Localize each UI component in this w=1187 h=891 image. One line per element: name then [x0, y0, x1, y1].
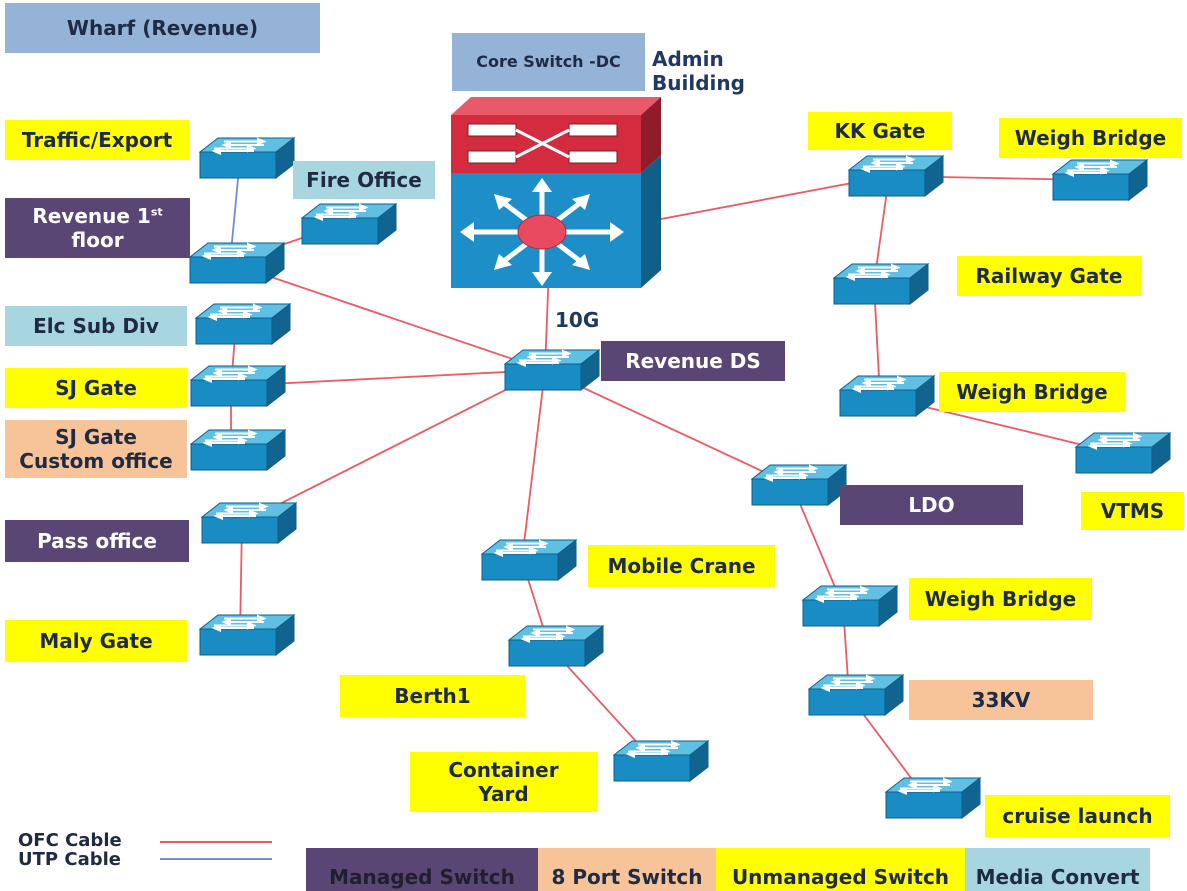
label-sj-gate: SJ Gate [5, 368, 187, 408]
ofc-link-sw-revenue1-sw-revenue-ds [229, 262, 546, 371]
sw-cruise-icon [885, 777, 981, 819]
label-weigh-bridge-low: Weigh Bridge [909, 578, 1092, 620]
label-revenue-ds: Revenue DS [601, 341, 785, 381]
sw-mobile-crane-icon [481, 539, 577, 581]
legend-unmanaged-switch: Unmanaged Switch [716, 848, 965, 891]
sw-traffic-icon [199, 137, 295, 179]
label-10g: 10G [555, 308, 600, 332]
sw-pass-icon [201, 502, 297, 544]
label-fire-office: Fire Office [293, 161, 435, 199]
sw-fire-icon [301, 203, 397, 245]
sw-revenue-ds-icon [504, 349, 600, 391]
ofc-link-sw-pass-sw-revenue-ds [241, 369, 546, 524]
label-weigh-bridge-mid: Weigh Bridge [939, 372, 1125, 412]
sw-weigh-low-icon [802, 585, 898, 627]
label-33kv: 33KV [909, 680, 1093, 720]
sw-maly-icon [199, 614, 295, 656]
label-mobile-crane: Mobile Crane [588, 545, 775, 587]
sw-weigh-top-icon [1052, 159, 1148, 201]
label-wharf-revenue: Wharf (Revenue) [5, 3, 320, 53]
sw-elc-icon [195, 303, 291, 345]
sw-kk-icon [848, 155, 944, 197]
sw-container-icon [613, 740, 709, 782]
sw-sjcustom-icon [190, 429, 286, 471]
sw-ldo-icon [751, 464, 847, 506]
label-elc-sub-div: Elc Sub Div [5, 306, 187, 346]
legend-ofc-cable: OFC Cable [18, 830, 122, 851]
label-railway-gate: Railway Gate [957, 256, 1141, 296]
label-berth1: Berth1 [340, 675, 525, 717]
ofc-link-sw-revenue-ds-sw-mobile-crane [521, 369, 546, 561]
legend-media-convert: Media Convert [965, 848, 1150, 891]
core-switch-icon [451, 97, 661, 288]
sw-vtms-icon [1075, 432, 1171, 474]
sw-sjgate-icon [190, 365, 286, 407]
legend-utp-cable: UTP Cable [18, 849, 121, 870]
legend-managed-switch: Managed Switch [306, 848, 538, 891]
label-core-switch-dc: Core Switch -DC [452, 33, 645, 91]
label-revenue-1st-floor: Revenue 1st floor [5, 198, 190, 258]
label-weigh-bridge-top: Weigh Bridge [999, 118, 1182, 158]
sw-railway-icon [833, 263, 929, 305]
sw-weigh-mid-icon [839, 375, 935, 417]
label-vtms: VTMS [1081, 492, 1184, 530]
sw-berth1-icon [508, 625, 604, 667]
sw-revenue1-icon [189, 242, 285, 284]
label-cruise-launch: cruise launch [985, 795, 1170, 837]
legend-8-port-switch: 8 Port Switch [538, 848, 716, 891]
label-ldo: LDO [840, 485, 1023, 525]
ofc-link-sw-revenue-ds-sw-ldo [544, 369, 793, 486]
label-kk-gate: KK Gate [808, 112, 952, 150]
label-maly-gate: Maly Gate [5, 620, 187, 662]
label-traffic-export: Traffic/Export [5, 120, 189, 160]
sw-33kv-icon [808, 674, 904, 716]
label-pass-office: Pass office [5, 520, 189, 562]
